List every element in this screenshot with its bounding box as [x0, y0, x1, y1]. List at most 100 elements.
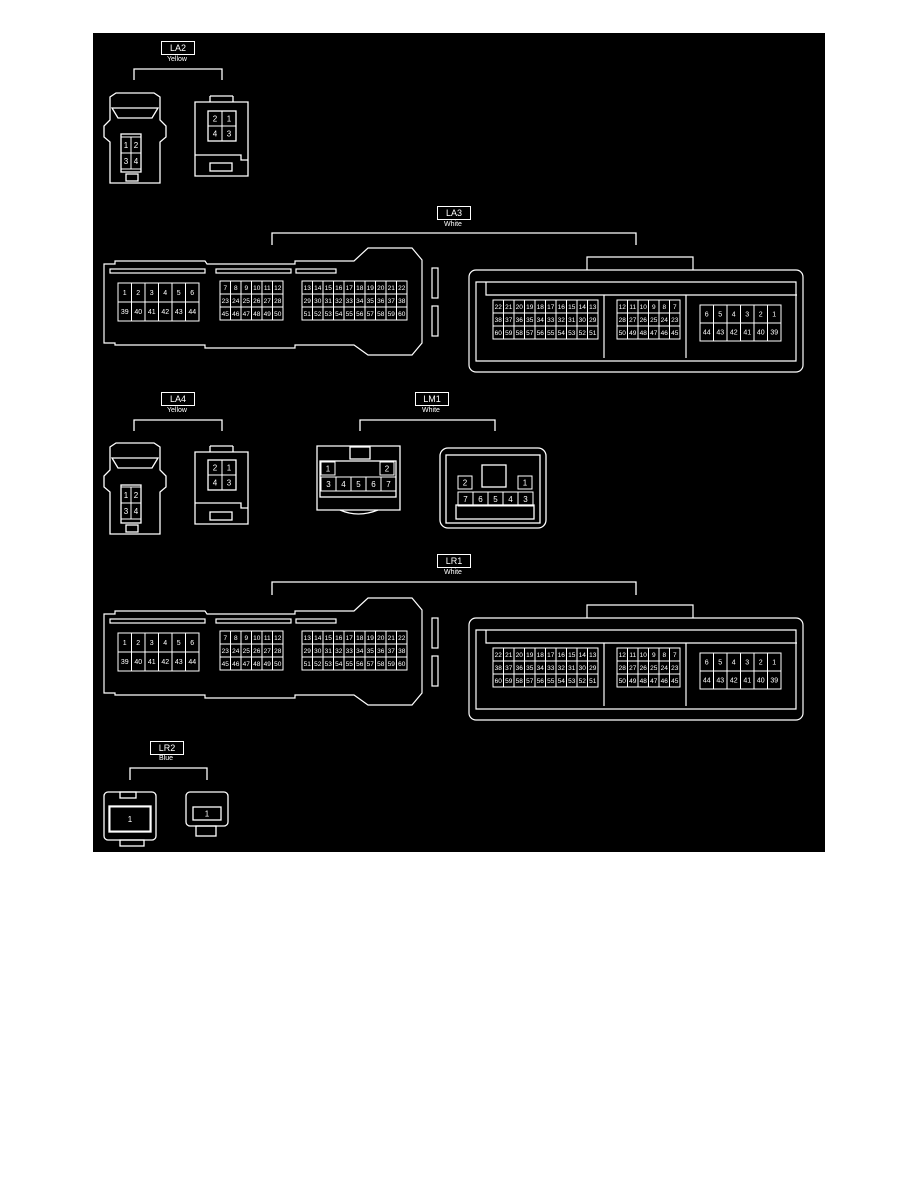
pin-number: 4 [732, 312, 736, 319]
pin-number: 60 [398, 661, 406, 668]
pin-number: 5 [718, 312, 722, 319]
pin-number: 17 [346, 635, 354, 642]
bracket-la4 [133, 419, 223, 431]
pin-number: 56 [356, 311, 364, 318]
pin-number: 38 [398, 298, 406, 305]
pin-number: 32 [335, 298, 343, 305]
pin-number: 37 [505, 317, 513, 324]
pin-number: 24 [661, 665, 669, 672]
pin-number: 7 [386, 480, 391, 489]
pin-number: 2 [134, 141, 139, 150]
pin-number: 19 [526, 304, 534, 311]
pin-number: 47 [243, 311, 251, 318]
connector-color-lr1: White [444, 569, 462, 576]
pin-number: 38 [495, 665, 503, 672]
pin-number: 3 [150, 640, 154, 647]
pin-number: 49 [264, 311, 272, 318]
pin-number: 30 [314, 648, 322, 655]
connector-color-lr2: Blue [158, 755, 173, 762]
pin-number: 27 [629, 317, 637, 324]
pin-number: 48 [640, 330, 648, 337]
connector-color-la2: Yellow [167, 56, 187, 63]
pin-number: 33 [346, 298, 354, 305]
pin-number: 2 [213, 463, 218, 472]
pin-number: 42 [161, 309, 169, 316]
pin-number: 36 [516, 665, 524, 672]
pin-number: 1 [227, 463, 232, 472]
pin-number: 18 [537, 304, 545, 311]
pin-number: 60 [398, 311, 406, 318]
pin-number: 5 [493, 495, 498, 504]
pin-number: 51 [304, 311, 312, 318]
pin-number: 13 [304, 285, 312, 292]
pin-number: 7 [673, 652, 677, 659]
pin-number: 16 [558, 652, 566, 659]
pin-number: 33 [547, 317, 555, 324]
pin-number: 44 [703, 678, 711, 685]
pin-number: 13 [589, 652, 597, 659]
la3-component-housing [468, 256, 804, 373]
la4-harness-housing [103, 442, 167, 535]
pin-number: 37 [505, 665, 513, 672]
pin-number: 52 [314, 311, 322, 318]
pin-number: 35 [526, 317, 534, 324]
pin-number: 8 [662, 304, 666, 311]
pin-number: 44 [188, 659, 196, 666]
connector-color-lm1: White [422, 407, 440, 414]
pin-number: 3 [227, 478, 232, 487]
lr1-harness-housing [103, 597, 439, 706]
pin-number: 8 [662, 652, 666, 659]
pin-number: 16 [335, 635, 343, 642]
pin-number: 6 [705, 312, 709, 319]
pin-number: 49 [629, 330, 637, 337]
pin-number: 55 [547, 330, 555, 337]
pin-number: 48 [640, 678, 648, 685]
pin-number: 14 [579, 652, 587, 659]
pin-number: 21 [388, 285, 396, 292]
pin-number: 9 [652, 652, 656, 659]
pin-number: 52 [579, 678, 587, 685]
pin-number: 39 [770, 330, 778, 337]
pin-number: 14 [314, 285, 322, 292]
pin-number: 40 [757, 330, 765, 337]
pin-number: 59 [388, 661, 396, 668]
pin-number: 42 [161, 659, 169, 666]
pin-number: 32 [335, 648, 343, 655]
pin-number: 43 [175, 659, 183, 666]
pin-number: 2 [136, 290, 140, 297]
pin-number: 27 [629, 665, 637, 672]
pin-number: 51 [589, 330, 597, 337]
pin-number: 29 [589, 317, 597, 324]
pin-number: 23 [222, 298, 230, 305]
pin-number: 36 [377, 648, 385, 655]
pin-number: 1 [772, 312, 776, 319]
pin-number: 23 [671, 317, 679, 324]
pin-number: 55 [346, 661, 354, 668]
bracket-lr2 [129, 767, 208, 780]
pin-number: 24 [661, 317, 669, 324]
pin-number: 54 [335, 311, 343, 318]
pin-number: 58 [516, 678, 524, 685]
pin-number: 10 [640, 304, 648, 311]
pin-number: 16 [558, 304, 566, 311]
pin-number: 60 [495, 330, 503, 337]
pin-number: 5 [177, 640, 181, 647]
pin-number: 50 [619, 678, 627, 685]
pin-number: 47 [243, 661, 251, 668]
bracket-lm1 [359, 419, 496, 431]
pin-number: 15 [568, 304, 576, 311]
pin-number: 35 [526, 665, 534, 672]
pin-number: 16 [335, 285, 343, 292]
pin-number: 31 [568, 317, 576, 324]
pin-number: 50 [274, 311, 282, 318]
pin-number: 1 [227, 114, 232, 123]
connector-color-la3: White [444, 221, 462, 228]
pin-number: 31 [325, 298, 333, 305]
pin-number: 43 [716, 678, 724, 685]
